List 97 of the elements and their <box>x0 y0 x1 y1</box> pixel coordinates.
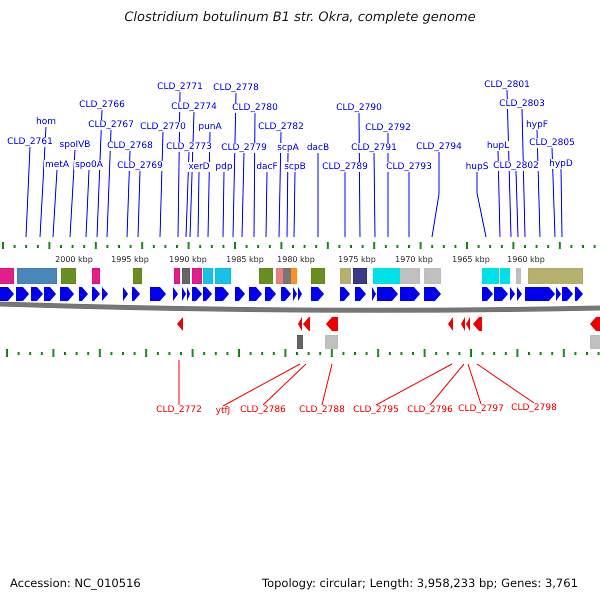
gene-label: CLD_2766 <box>78 100 126 110</box>
leader-line <box>232 92 236 238</box>
leader-line <box>208 132 210 238</box>
leader-line <box>286 152 288 238</box>
gene-label: CLD_2761 <box>6 137 54 147</box>
gene-label: CLD_2802 <box>492 161 540 171</box>
gene-label: CLD_2797 <box>457 404 505 414</box>
leader-line <box>322 364 332 406</box>
leader-line <box>476 364 534 404</box>
scale-label: 1995 kbp <box>111 255 149 264</box>
leader-line <box>70 150 76 238</box>
leader-line <box>522 108 526 238</box>
gene-label: hupS <box>464 162 490 172</box>
leader-line <box>222 172 224 238</box>
leader-line <box>198 172 200 238</box>
leader-line <box>52 170 58 238</box>
gene-label: scpB <box>283 162 307 172</box>
leader-line <box>106 130 112 238</box>
leader-line <box>160 132 164 238</box>
gene-label: CLD_2798 <box>510 403 558 413</box>
scale-label: 1960 kbp <box>507 255 545 264</box>
gene-label: punA <box>197 122 223 132</box>
gene-label: CLD_2801 <box>483 80 531 90</box>
gene-label: CLD_2782 <box>257 122 305 132</box>
gene-label: ytfJ <box>214 406 232 416</box>
leader-line <box>222 364 300 406</box>
gene-label: CLD_2789 <box>321 162 369 172</box>
leader-line <box>262 364 306 406</box>
leader-line <box>86 170 90 238</box>
scale-label: 1985 kbp <box>226 255 264 264</box>
gene-label: CLD_2796 <box>406 405 454 415</box>
gene-label: CLD_2803 <box>498 99 546 109</box>
gene-label: metA <box>44 160 70 170</box>
scale-label: 1990 kbp <box>169 255 207 264</box>
leader-line <box>476 172 486 238</box>
gene-label: CLD_2794 <box>415 142 463 152</box>
gene-label: CLD_2780 <box>231 103 279 113</box>
leader-line <box>344 172 346 238</box>
gene-label: hypF <box>525 120 549 130</box>
gene-label: CLD_2768 <box>106 141 154 151</box>
gene-label: CLD_2767 <box>87 120 135 130</box>
leader-line <box>498 150 500 238</box>
leader-line <box>430 364 464 406</box>
leader-line <box>40 126 46 238</box>
gene-label: CLD_2778 <box>212 83 260 93</box>
leader-line <box>552 148 556 238</box>
leader-line <box>266 172 268 238</box>
gene-label: hom <box>35 117 57 127</box>
gene-label: CLD_2772 <box>155 405 203 415</box>
scale-label: 2000 kbp <box>55 255 93 264</box>
gene-label: CLD_2774 <box>170 102 218 112</box>
scale-label: 1965 kbp <box>452 255 490 264</box>
leader-line <box>126 150 130 238</box>
gene-label: CLD_2790 <box>335 103 383 113</box>
gene-label: CLD_2773 <box>165 142 213 152</box>
leader-line <box>374 152 376 238</box>
leader-line <box>560 168 562 238</box>
gene-label: xerD <box>187 162 211 172</box>
leader-line <box>190 112 194 238</box>
footer-text: Topology: circular; Length: 3,958,233 bp; Genes: 3,761 <box>262 576 578 590</box>
title: Clostridium botulinum B1 str. Okra, complete genome <box>123 10 477 25</box>
gene-label: hypD <box>548 159 574 169</box>
leader-line <box>408 172 410 238</box>
leader-line <box>278 132 282 238</box>
leader-line <box>178 360 180 406</box>
leader-line <box>138 170 140 238</box>
gene-label: CLD_2795 <box>352 405 400 415</box>
leader-line <box>468 364 482 404</box>
gene-label: CLD_2779 <box>220 143 268 153</box>
scale-label: 1970 kbp <box>395 255 433 264</box>
leader-line <box>432 152 440 238</box>
gene-label: CLD_2793 <box>385 162 433 172</box>
gene-label: CLD_2792 <box>364 123 412 133</box>
gene-label: hupL <box>486 141 510 151</box>
scale-label: 1980 kbp <box>277 255 315 264</box>
leader-line <box>294 172 296 238</box>
leader-line <box>186 152 190 238</box>
gene-label: pdp <box>214 162 234 172</box>
footer-text: Accession: NC_010516 <box>10 576 141 590</box>
gene-label: CLD_2786 <box>239 405 287 415</box>
leader-line <box>254 112 256 238</box>
leader-line <box>26 146 30 238</box>
leader-line <box>376 364 452 406</box>
gene-label: CLD_2805 <box>528 138 576 148</box>
gene-label: CLD_2769 <box>116 161 164 171</box>
gene-label: dacB <box>306 143 330 153</box>
gene-label: scpA <box>276 143 300 153</box>
leader-line <box>242 152 244 238</box>
gene-label: CLD_2791 <box>350 143 398 153</box>
gene-label: CLD_2788 <box>298 405 346 415</box>
gene-label: dacF <box>255 162 279 172</box>
gene-label: CLD_2770 <box>139 122 187 132</box>
gene-label: spoIVB <box>58 140 92 150</box>
gene-label: spo0A <box>74 160 104 170</box>
gene-label: CLD_2771 <box>156 82 204 92</box>
scale-label: 1975 kbp <box>338 255 376 264</box>
leader-line <box>516 170 518 238</box>
